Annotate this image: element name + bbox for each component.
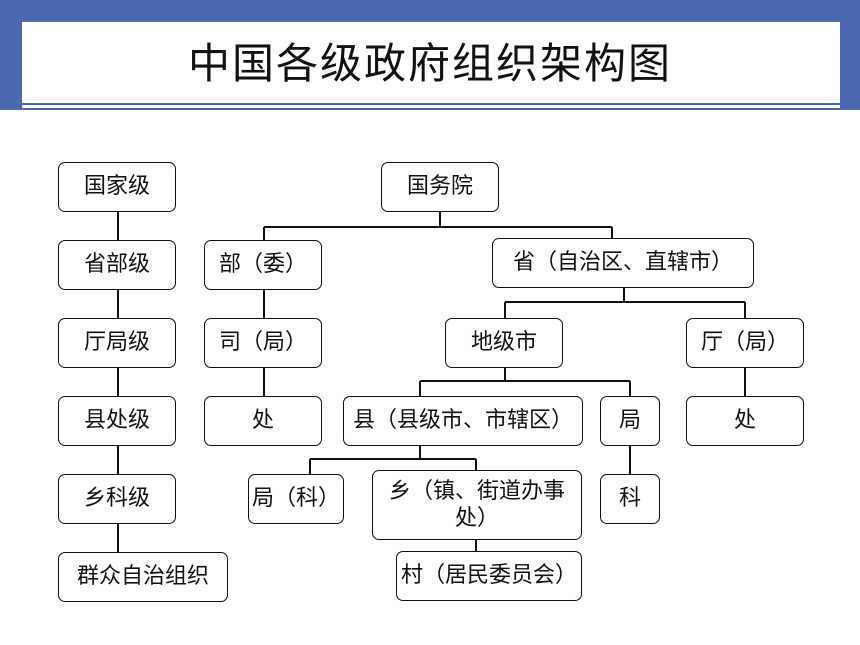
level-department-bureau: 厅局级 bbox=[58, 318, 176, 368]
node-village: 村（居民委员会） bbox=[396, 551, 582, 601]
node-ministry-department: 司（局） bbox=[204, 318, 322, 368]
node-province-department-office: 处 bbox=[686, 396, 804, 446]
node-province-department: 厅（局） bbox=[686, 318, 804, 368]
level-provincial-ministerial: 省部级 bbox=[58, 240, 176, 290]
node-city-bureau: 局 bbox=[600, 396, 660, 446]
top-accent-band bbox=[0, 0, 860, 22]
node-state-council: 国务院 bbox=[381, 162, 499, 212]
page-title: 中国各级政府组织架构图 bbox=[187, 39, 672, 88]
title-rule-top bbox=[0, 103, 860, 105]
node-county-bureau: 局（科） bbox=[248, 474, 344, 524]
title-rule-bottom bbox=[0, 108, 860, 110]
level-township-section: 乡科级 bbox=[58, 474, 176, 524]
level-national: 国家级 bbox=[58, 162, 176, 212]
title-area bbox=[22, 22, 840, 108]
node-city-bureau-section: 科 bbox=[600, 474, 660, 524]
node-ministry: 部（委） bbox=[204, 240, 322, 290]
node-prefecture-city: 地级市 bbox=[445, 318, 563, 368]
right-accent-band bbox=[840, 0, 860, 108]
node-county: 县（县级市、市辖区） bbox=[343, 396, 583, 446]
left-accent-band bbox=[0, 0, 22, 108]
level-county-division: 县处级 bbox=[58, 396, 176, 446]
level-grassroots-autonomy: 群众自治组织 bbox=[58, 552, 228, 602]
node-township: 乡（镇、街道办事处） bbox=[372, 470, 582, 540]
node-province: 省（自治区、直辖市） bbox=[492, 238, 754, 288]
node-ministry-office: 处 bbox=[204, 396, 322, 446]
